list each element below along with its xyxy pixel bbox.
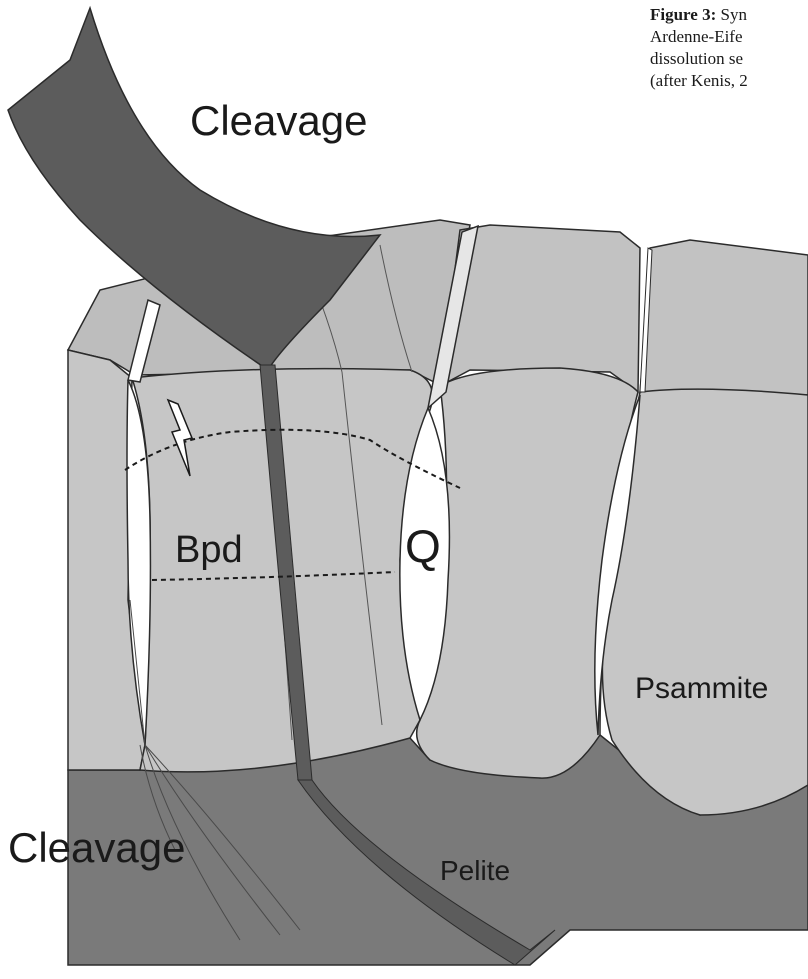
figure-caption: Figure 3: Syn Ardenne-Eife dissolution s… bbox=[650, 4, 808, 92]
caption-line-1: Figure 3: Syn bbox=[650, 4, 808, 26]
label-q: Q bbox=[405, 520, 441, 572]
label-cleavage-top: Cleavage bbox=[190, 97, 367, 144]
caption-figure-label: Figure 3: bbox=[650, 5, 716, 24]
caption-line-1-text: Syn bbox=[721, 5, 747, 24]
caption-line-2: Ardenne-Eife bbox=[650, 26, 808, 48]
caption-line-3: dissolution se bbox=[650, 48, 808, 70]
label-pelite: Pelite bbox=[440, 855, 510, 886]
label-psammite: Psammite bbox=[635, 672, 768, 705]
caption-line-4: (after Kenis, 2 bbox=[650, 70, 808, 92]
label-cleavage-bottom: Cleavage bbox=[8, 824, 185, 871]
psammite-top-right bbox=[640, 240, 808, 395]
label-bpd: Bpd bbox=[175, 529, 243, 571]
